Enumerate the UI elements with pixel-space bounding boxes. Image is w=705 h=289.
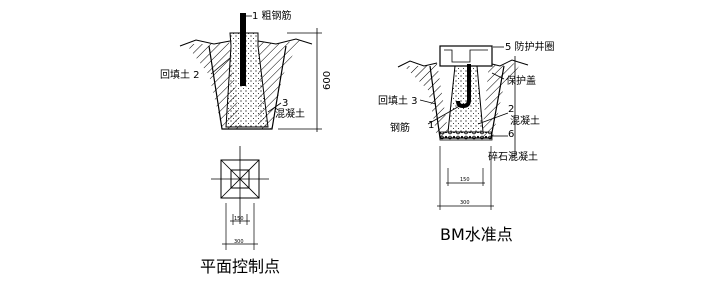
bm-concrete	[447, 65, 484, 133]
concrete-number: 3	[282, 98, 288, 109]
num-1-label: 1	[428, 120, 434, 131]
control-point-caption: 平面控制点	[200, 257, 280, 276]
rebar-label: 1 粗钢筋	[252, 9, 292, 22]
plan-view	[211, 146, 269, 224]
soil-hatch-right-right	[482, 62, 522, 137]
benchmark-caption: BM水准点	[440, 225, 513, 244]
cover-ring-label: 5 防护井圈	[505, 40, 555, 53]
bm-inner-width-label: 150	[460, 177, 470, 183]
concrete-body	[225, 32, 269, 128]
num-6-label: 6	[508, 129, 514, 140]
height-dimension-label: 600	[322, 71, 333, 90]
gravel-base	[439, 131, 493, 141]
num-2-label: 2	[508, 104, 514, 115]
outer-width-label: 300	[234, 239, 244, 245]
bm-backfill-label: 回填土 3	[378, 94, 418, 107]
plan-dimensions	[222, 203, 258, 250]
rebar	[240, 13, 246, 86]
dimension-600	[278, 28, 322, 132]
bm-dimensions	[437, 146, 494, 210]
protective-cover-ring	[439, 45, 493, 67]
pit-outline	[208, 45, 287, 130]
bm-rebar	[456, 64, 471, 109]
cover-label: 保护盖	[506, 74, 536, 87]
gravel-label: 碎石混凝土	[488, 150, 538, 163]
backfill-label: 回填土 2	[160, 68, 200, 81]
bm-outer-width-label: 300	[460, 200, 470, 206]
bm-rebar-label: 钢筋	[390, 121, 410, 134]
control-point-section: 1 粗钢筋 回填土 2 3 混凝土 600 150 300 平面控制点	[160, 9, 333, 276]
bm-concrete-label: 混凝土	[510, 114, 540, 127]
concrete-label: 混凝土	[275, 107, 305, 120]
inner-width-label: 150	[234, 216, 244, 222]
benchmark-section: 5 防护井圈 保护盖 回填土 3 钢筋 1 2 混凝土 6 碎石混凝土 150 …	[378, 40, 555, 244]
